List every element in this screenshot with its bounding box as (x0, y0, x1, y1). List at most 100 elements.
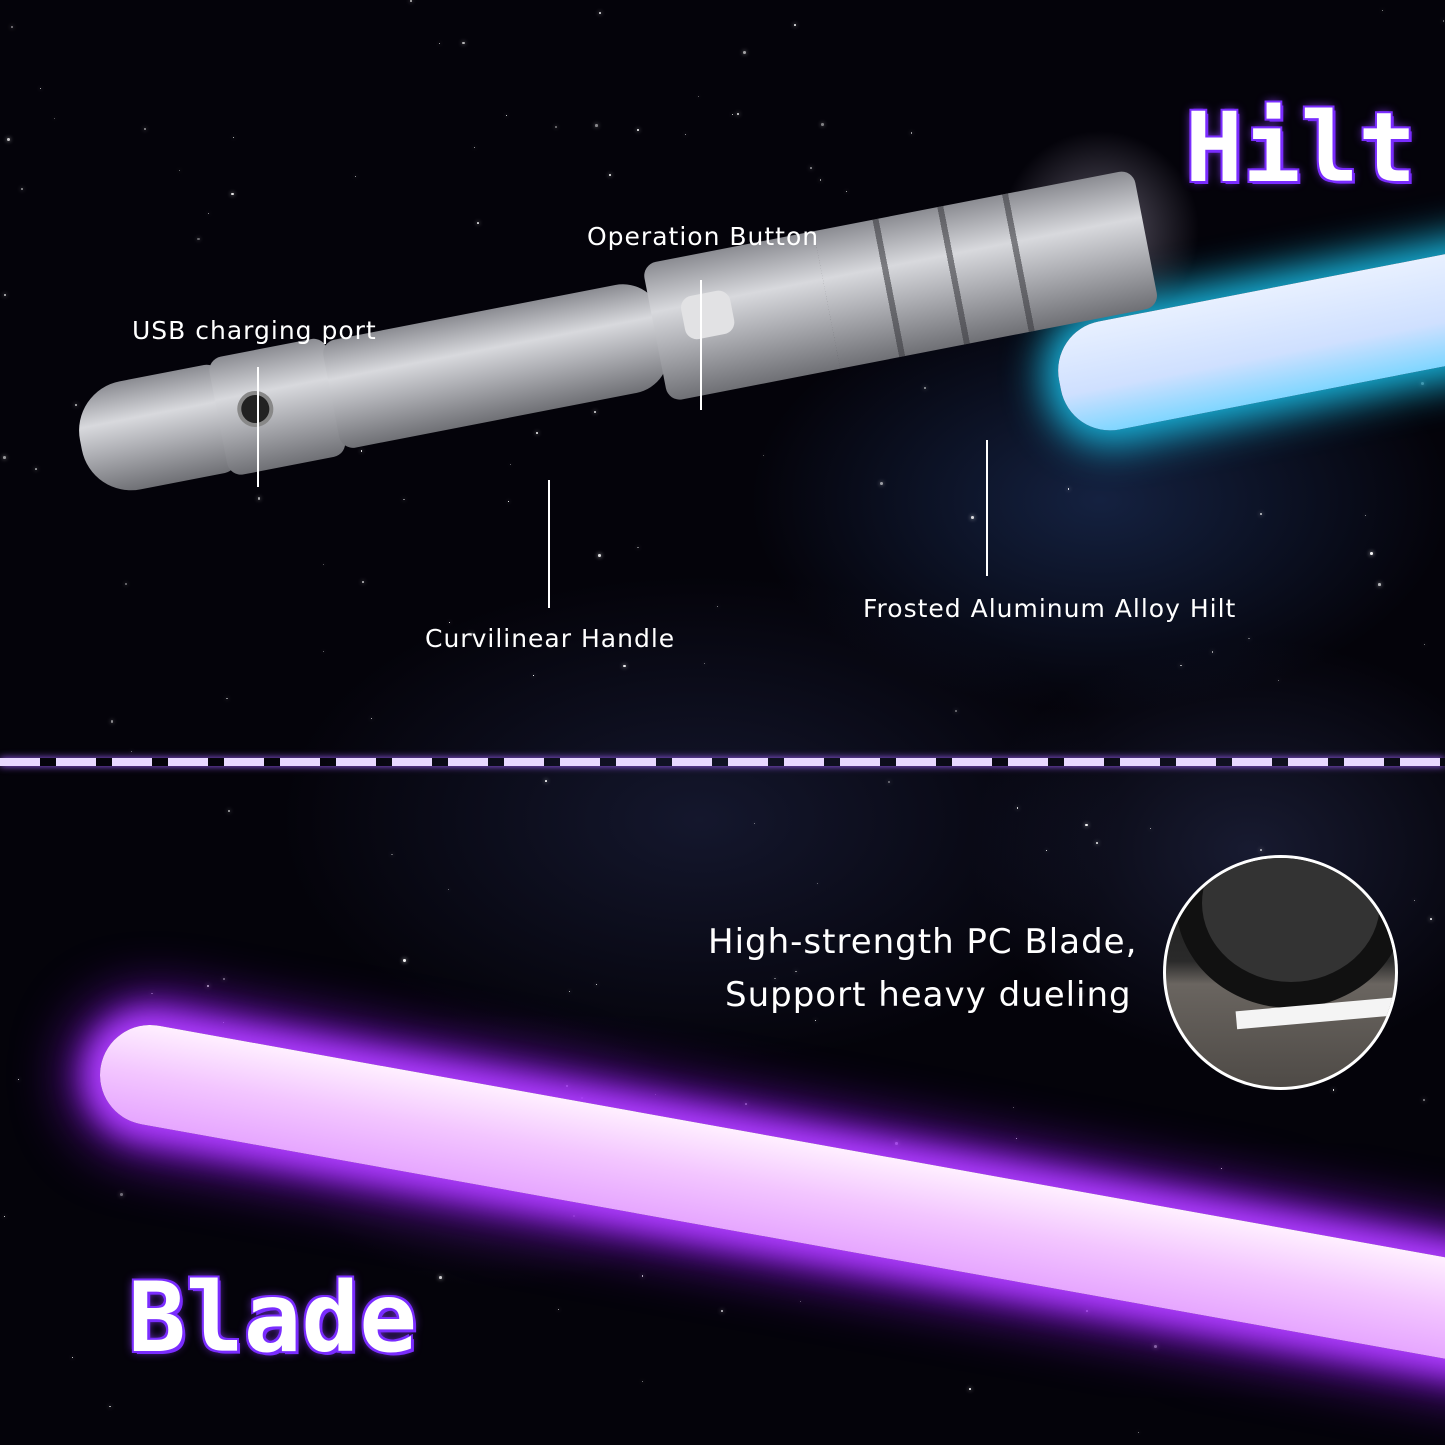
star (354, 176, 356, 177)
star (971, 516, 974, 520)
star (130, 750, 133, 753)
star (637, 129, 640, 132)
star (535, 431, 538, 434)
car-wheel (1176, 858, 1395, 1008)
star (555, 125, 558, 128)
star (1211, 651, 1214, 653)
star (178, 169, 180, 172)
grip-rings (813, 187, 1067, 369)
star (911, 132, 913, 134)
star (533, 674, 534, 676)
star (124, 582, 127, 585)
star (641, 1275, 644, 1277)
star (211, 1314, 214, 1317)
star (391, 853, 393, 856)
star (11, 26, 14, 29)
star (360, 450, 363, 452)
star (817, 882, 819, 884)
frosted-hilt-label: Frosted Aluminum Alloy Hilt (863, 594, 1237, 623)
star (1180, 664, 1182, 667)
star (2, 456, 6, 460)
star (323, 650, 325, 652)
star (1277, 680, 1279, 682)
star (731, 113, 734, 116)
star (955, 709, 957, 712)
star (72, 1357, 74, 1358)
star (143, 127, 146, 130)
star (1260, 848, 1263, 851)
star (1221, 1167, 1223, 1169)
star (894, 1141, 898, 1145)
star (439, 42, 441, 44)
star (228, 809, 231, 812)
star (819, 179, 822, 181)
star (598, 554, 602, 557)
star (257, 497, 261, 500)
star (821, 122, 825, 126)
star (1442, 20, 1445, 22)
star (233, 136, 234, 138)
star (21, 187, 24, 191)
star (1248, 637, 1250, 640)
star (637, 546, 639, 549)
star (580, 1096, 583, 1099)
star (1260, 512, 1263, 515)
star (75, 403, 77, 406)
star (1424, 643, 1426, 645)
star (595, 124, 598, 127)
star (448, 621, 450, 623)
star (1079, 992, 1083, 995)
star (34, 467, 37, 470)
star (565, 1084, 568, 1087)
star (306, 1155, 308, 1157)
star (1430, 917, 1433, 920)
star (505, 115, 508, 117)
star (403, 498, 405, 501)
section-divider (0, 758, 1445, 766)
star (197, 237, 200, 241)
star (558, 1309, 560, 1311)
star (1016, 807, 1019, 809)
star (595, 983, 597, 985)
star (54, 118, 55, 120)
star (609, 173, 611, 176)
star (641, 1380, 643, 1382)
star (1015, 1137, 1018, 1140)
star (737, 113, 739, 115)
star (1150, 827, 1152, 829)
star (223, 1021, 224, 1023)
star (1365, 515, 1367, 517)
star (754, 822, 756, 824)
star (703, 662, 705, 664)
callout-line (986, 440, 988, 576)
star (1012, 1106, 1015, 1109)
star (119, 1193, 123, 1197)
star (887, 780, 891, 784)
star (1046, 850, 1047, 851)
star (545, 780, 547, 782)
star (1382, 10, 1384, 12)
star (39, 87, 42, 89)
hilt-title: Hilt (1185, 92, 1417, 204)
star (593, 411, 596, 413)
star (410, 0, 412, 2)
star (1067, 488, 1070, 490)
callout-line (257, 367, 259, 487)
star (568, 991, 570, 993)
star (795, 970, 797, 973)
star (1273, 119, 1274, 121)
star (697, 95, 699, 98)
star (231, 193, 234, 196)
star (1096, 842, 1098, 844)
star (810, 166, 813, 169)
star (509, 463, 511, 465)
star (469, 633, 473, 637)
operation-button-label: Operation Button (587, 222, 820, 251)
star (322, 563, 325, 566)
star (744, 1103, 747, 1106)
star (222, 978, 225, 981)
star (371, 717, 372, 719)
star (1332, 1089, 1335, 1091)
curvilinear-handle-label: Curvilinear Handle (425, 624, 676, 653)
